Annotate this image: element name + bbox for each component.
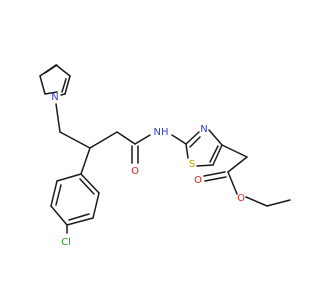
bond bbox=[227, 156, 248, 173]
bond bbox=[50, 205, 68, 226]
bond bbox=[185, 131, 200, 145]
atom-label-ester-carbonyl-o: O bbox=[194, 175, 202, 186]
atom-label-chloro: Cl bbox=[61, 237, 71, 248]
atom-label-thiazole-n: N bbox=[200, 124, 207, 135]
bond bbox=[134, 134, 151, 145]
bond bbox=[55, 184, 62, 206]
bond bbox=[64, 75, 71, 95]
bond bbox=[92, 192, 100, 219]
atom-label-amide-o: O bbox=[131, 166, 139, 177]
bond bbox=[245, 196, 268, 207]
bond bbox=[221, 144, 248, 158]
bond bbox=[266, 199, 291, 207]
atom-label-ester-o: O bbox=[237, 193, 245, 204]
atom-label-amide-nh: NH bbox=[154, 127, 169, 138]
bond bbox=[209, 145, 219, 163]
bond bbox=[39, 75, 46, 95]
bond bbox=[116, 131, 136, 145]
bond bbox=[189, 136, 201, 148]
bonds bbox=[39, 64, 291, 234]
bond bbox=[50, 180, 58, 207]
bond bbox=[80, 147, 91, 175]
atom-label-pyrrole-n: N bbox=[51, 92, 58, 103]
bond bbox=[185, 143, 189, 159]
bond bbox=[204, 176, 227, 182]
bond bbox=[44, 64, 58, 74]
bond bbox=[56, 173, 82, 182]
bond bbox=[80, 173, 100, 194]
bond bbox=[203, 171, 226, 177]
bond bbox=[44, 91, 58, 95]
molecule-structure: N NH O N S O O Cl bbox=[39, 64, 291, 248]
bond bbox=[212, 144, 223, 166]
bond bbox=[79, 178, 95, 195]
bond bbox=[61, 78, 67, 93]
bond bbox=[68, 213, 90, 221]
bond bbox=[55, 64, 71, 77]
atom-label-thiazole-s: S bbox=[189, 159, 195, 170]
bond bbox=[59, 131, 91, 149]
bond bbox=[60, 93, 66, 96]
bond bbox=[66, 217, 94, 226]
bond bbox=[227, 171, 238, 195]
bond bbox=[208, 129, 223, 146]
bond bbox=[171, 134, 187, 145]
bond bbox=[196, 164, 214, 167]
bond bbox=[55, 103, 61, 133]
bond bbox=[89, 131, 118, 149]
atom-labels: N NH O N S O O Cl bbox=[51, 92, 245, 248]
